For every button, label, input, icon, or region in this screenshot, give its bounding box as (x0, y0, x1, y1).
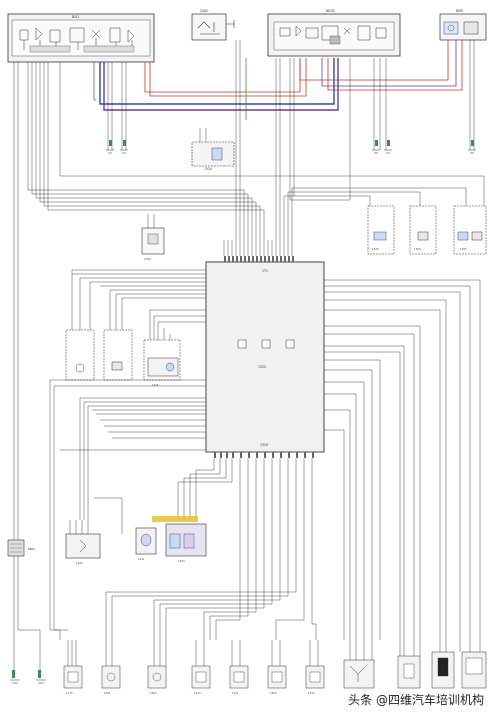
component-becb: BECB (267, 9, 401, 57)
component-bottom-valve: 1203 (152, 516, 207, 563)
component-right-ref-2: 1320 (409, 205, 437, 255)
component-bsi: BSI1 (7, 13, 155, 63)
mid-left-label: 1220 (76, 561, 83, 565)
bottom-item-label: 1331 (232, 691, 239, 695)
center-upper-label: 1300 (144, 257, 151, 261)
bottom-item-label: 1313 (194, 691, 201, 695)
right-ref-2-label: 1320 (414, 247, 421, 251)
component-bottom-pump: 1211 (135, 527, 157, 561)
wires-ecu-top (223, 240, 293, 256)
left-connector-label: BB00 (28, 547, 35, 551)
bottom-item-label: 1115 (66, 691, 73, 695)
central-ecu-bottom-label: 1320 (260, 443, 268, 447)
bottom-item: 1333 (305, 665, 325, 695)
component-bsm: BSM (439, 9, 487, 41)
becb-label: BECB (326, 9, 335, 13)
component-central-ecu: 1T1 1320 1320 (205, 256, 325, 458)
green-markers-top (109, 140, 474, 146)
component-center-upper: 1300 (141, 214, 165, 261)
central-ecu-id-label: 1320 (258, 365, 266, 369)
bottom-item-label: 1333 (308, 691, 315, 695)
bottom-valve-label: 1203 (178, 559, 185, 563)
ground-symbols-top (106, 149, 476, 154)
bottom-item: 1331 (229, 665, 249, 695)
bottom-pump-label: 1211 (138, 557, 145, 561)
component-left-ref-a (65, 329, 95, 381)
component-relay-top: CA00 (191, 9, 235, 41)
wires-ecu-right (324, 279, 481, 640)
component-right-ref-3: 1320 (453, 205, 487, 255)
colored-bus-wires (93, 40, 463, 120)
bottom-item: 1332 (267, 665, 287, 695)
wires-bottom-row (13, 600, 481, 670)
component-actuator-block: 1225 (143, 339, 181, 387)
wires-top (13, 40, 485, 640)
bsm-label: BSM (456, 9, 463, 13)
bottom-item: 1115 (63, 665, 83, 695)
bottom-item: 1334 (343, 659, 375, 695)
component-left-ref-b (103, 329, 133, 381)
bottom-item: 1261 (101, 665, 121, 695)
component-right-ref-1: 1320 (367, 205, 395, 255)
right-ref-1-label: 1320 (372, 247, 379, 251)
component-left-connector: BB00 (7, 539, 35, 557)
bottom-item: 1337 (461, 651, 487, 695)
central-ecu-top-label: 1T1 (262, 269, 268, 273)
bottom-item-label: 1332 (270, 691, 277, 695)
bottom-item: 1313 (191, 665, 211, 695)
component-mid-left-block: 1220 (65, 497, 123, 565)
right-ref-3-label: 1320 (460, 247, 467, 251)
bottom-item-label: 1261 (104, 691, 111, 695)
ground-symbols-bottom (10, 670, 46, 684)
bottom-item-label: 1263 (150, 691, 157, 695)
bottom-item: 1263 (147, 665, 167, 695)
component-sensor-small: 1320 (191, 128, 235, 171)
wires-ecu-bottom (105, 458, 317, 640)
watermark: 头条 @四维汽车培训机构 (344, 690, 488, 709)
bsi-label: BSI1 (72, 15, 79, 19)
bottom-row: 1115 1261 1263 1313 1331 1332 (63, 651, 487, 695)
relay-top-label: CA00 (200, 9, 208, 13)
sensor-small-label: 1320 (204, 167, 212, 171)
actuator-block-label: 1225 (152, 383, 159, 387)
